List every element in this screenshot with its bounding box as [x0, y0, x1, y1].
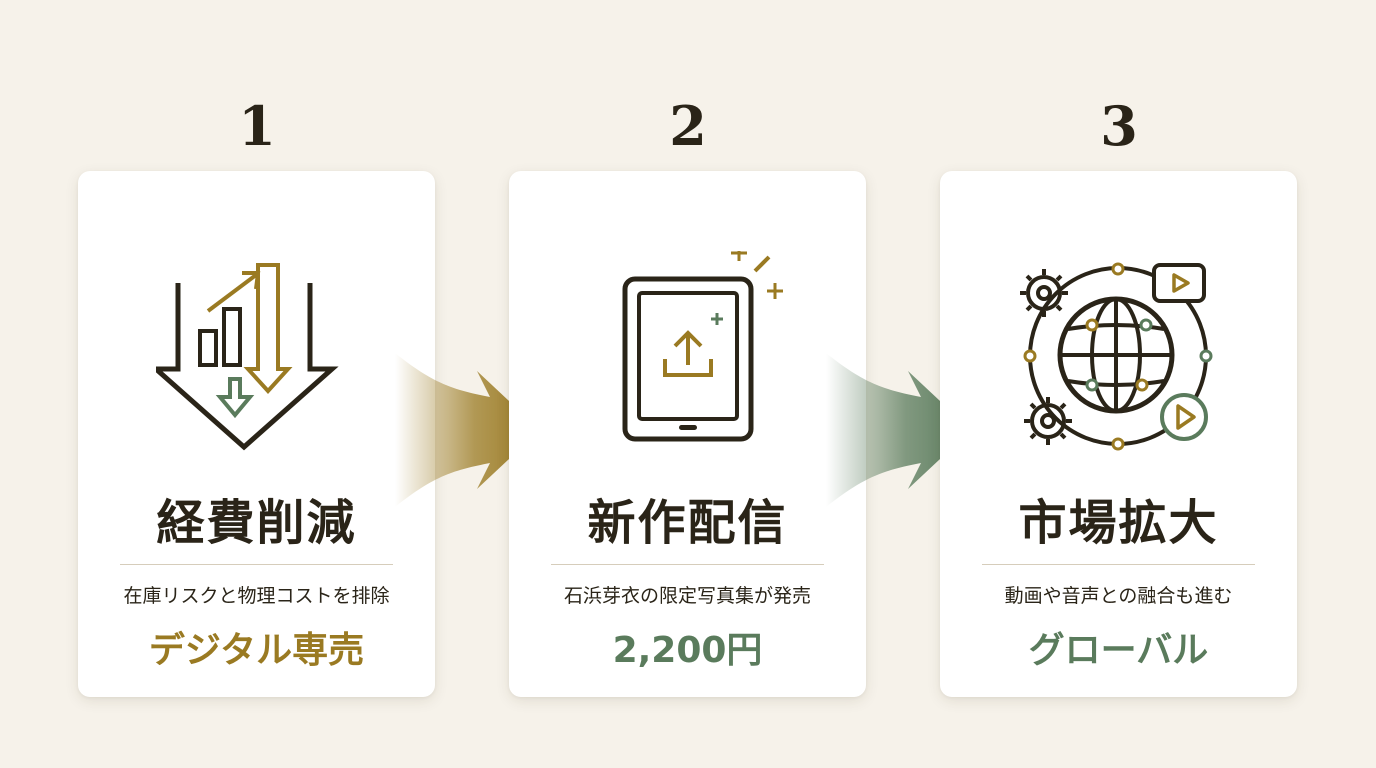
step-number-3: 3 — [1100, 94, 1138, 158]
flow-arrow-green-icon — [826, 353, 971, 507]
step-highlight-1: デジタル専売 — [148, 630, 365, 671]
divider — [551, 564, 824, 565]
tablet-upload-icon — [622, 251, 783, 442]
divider — [982, 564, 1255, 565]
global-network-icon — [1020, 262, 1213, 451]
step-highlight-3: グローバル — [1028, 630, 1209, 671]
step-card-2: 新作配信 石浜芽衣の限定写真集が発売 2,200円 — [509, 171, 866, 697]
step-highlight-2: 2,200円 — [612, 630, 763, 671]
step-title-2: 新作配信 — [587, 495, 788, 551]
step-title-1: 経費削減 — [156, 495, 357, 551]
step-description-3: 動画や音声との融合も進む — [1004, 585, 1233, 607]
flow-arrow-gold-icon — [395, 353, 540, 507]
divider — [120, 564, 393, 565]
step-description-1: 在庫リスクと物理コストを排除 — [123, 585, 390, 607]
step-number-1: 1 — [238, 94, 276, 158]
step-number-2: 2 — [669, 94, 707, 158]
step-card-3: 市場拡大 動画や音声との融合も進む グローバル — [940, 171, 1297, 697]
step-title-3: 市場拡大 — [1018, 495, 1219, 551]
step-description-2: 石浜芽衣の限定写真集が発売 — [563, 585, 811, 607]
cost-reduction-chart-icon — [156, 263, 339, 451]
step-card-1: 経費削減 在庫リスクと物理コストを排除 デジタル専売 — [78, 171, 435, 697]
